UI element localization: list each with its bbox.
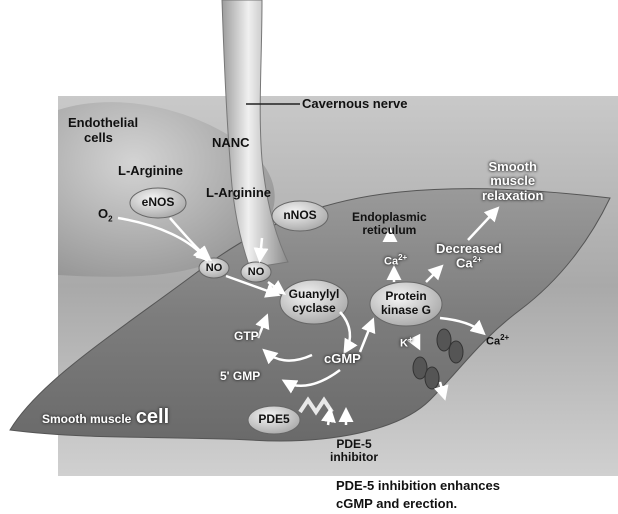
smooth-muscle-relaxation-label: Smoothmusclerelaxation	[482, 160, 543, 203]
caption: PDE-5 inhibition enhances cGMP and erect…	[336, 477, 500, 512]
smooth-muscle-cell-label: Smooth muscle cell	[42, 406, 169, 428]
ion-channel-1	[437, 329, 451, 351]
no-label-1: NO	[199, 262, 229, 275]
pde5-label: PDE5	[248, 413, 300, 427]
endoplasmic-reticulum-label: Endoplasmicreticulum	[352, 211, 427, 237]
l-arginine-nerve-label: L-Arginine	[206, 186, 271, 200]
caption-line2: cGMP and erection.	[336, 495, 500, 513]
ion-channel-4	[425, 367, 439, 389]
no-label-2: NO	[241, 266, 271, 279]
decreased-ca-label: DecreasedCa2+	[436, 242, 502, 271]
caption-line1: PDE-5 inhibition enhances	[336, 477, 500, 495]
l-arginine-endothelial-label: L-Arginine	[118, 164, 183, 178]
nnos-label: nNOS	[272, 209, 328, 223]
cgmp-label: cGMP	[324, 352, 361, 366]
nanc-label: NANC	[212, 136, 250, 150]
ca-channel-label: Ca2+	[486, 334, 509, 348]
protein-kinase-label: Proteinkinase G	[370, 290, 442, 318]
endothelial-cells-label-line1: Endothelial	[68, 116, 138, 130]
o2-label: O2	[98, 207, 113, 224]
five-gmp-label: 5' GMP	[220, 370, 260, 383]
k-plus-label: K+	[400, 336, 413, 350]
gtp-label: GTP	[234, 330, 259, 343]
cavernous-nerve-label: Cavernous nerve	[302, 97, 408, 111]
ca-er-label: Ca2+	[384, 254, 407, 268]
endothelial-cells-label-line2: cells	[84, 131, 113, 145]
enos-label: eNOS	[130, 196, 186, 210]
ion-channel-2	[449, 341, 463, 363]
pde5-inhibitor-label: PDE-5inhibitor	[330, 438, 378, 464]
guanylyl-cyclase-label: Guanylylcyclase	[282, 288, 346, 316]
